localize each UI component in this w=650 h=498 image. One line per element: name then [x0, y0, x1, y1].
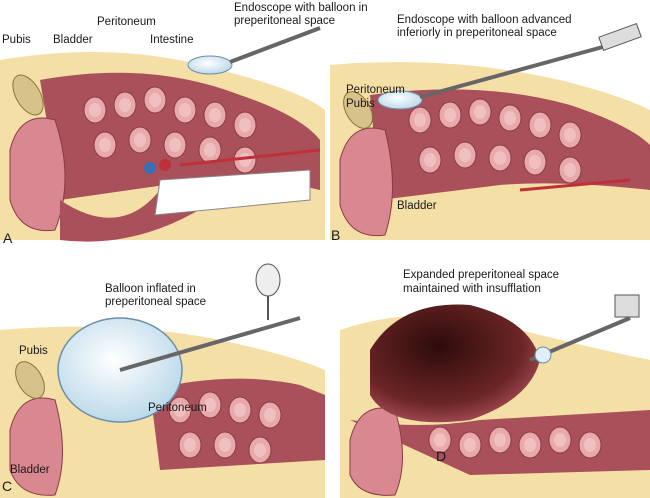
- panel-d-illustration: [340, 294, 650, 498]
- panel-letter-b: B: [331, 227, 341, 243]
- label-a-bladder: Bladder: [53, 34, 93, 46]
- label-c-balloon-line1: Balloon inflated in: [105, 283, 196, 295]
- label-b-endoscope-line2: inferiorly in preperitoneal space: [397, 27, 557, 39]
- label-c-peritoneum: Peritoneum: [148, 402, 207, 414]
- panel-a-illustration: [0, 26, 325, 242]
- label-b-bladder: Bladder: [397, 200, 437, 212]
- label-d-space-line1: Expanded preperitoneal space: [403, 269, 560, 281]
- label-c-pubis: Pubis: [19, 345, 48, 357]
- panel-letter-c: C: [2, 478, 13, 494]
- label-b-peritoneum: Peritoneum: [346, 84, 405, 96]
- label-d-space-line2: maintained with insufflation: [403, 283, 541, 295]
- panel-b-illustration: [330, 22, 650, 241]
- label-a-peritoneum: Peritoneum: [97, 16, 156, 28]
- label-b-pubis: Pubis: [346, 98, 375, 110]
- label-c-balloon-line2: preperitoneal space: [105, 296, 207, 308]
- label-a-pubis: Pubis: [2, 34, 31, 46]
- panel-letter-d: D: [436, 448, 447, 464]
- label-a-intestine: Intestine: [150, 34, 194, 46]
- panel-c-illustration: [0, 263, 325, 498]
- label-a-endoscope-line2: preperitoneal space: [234, 15, 336, 27]
- label-b-endoscope-line1: Endoscope with balloon advanced: [397, 14, 572, 26]
- panel-letter-a: A: [3, 230, 13, 246]
- label-c-bladder: Bladder: [10, 464, 50, 476]
- label-a-endoscope-line1: Endoscope with balloon in: [234, 2, 368, 14]
